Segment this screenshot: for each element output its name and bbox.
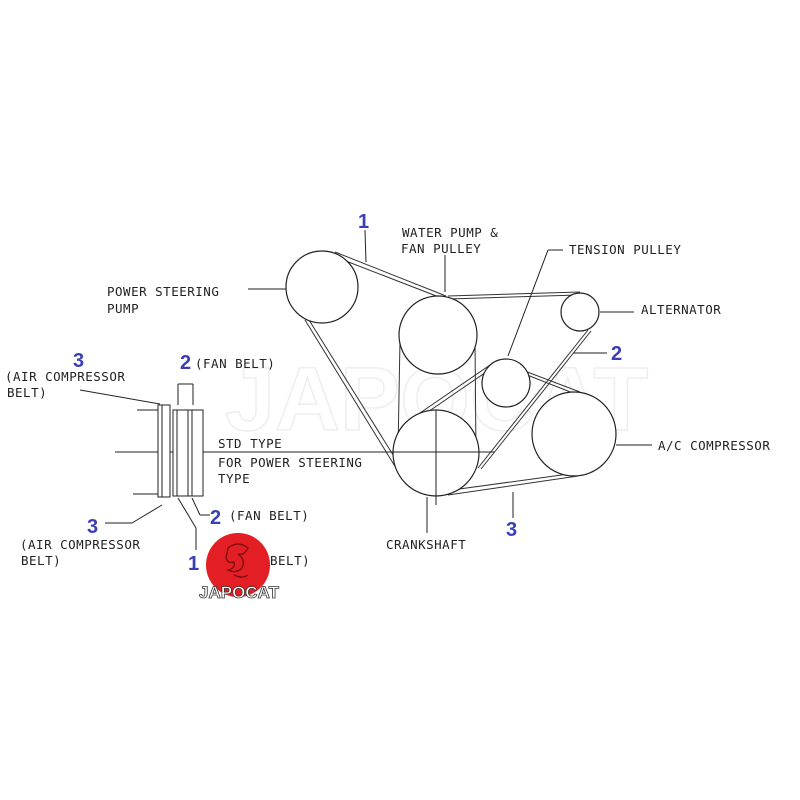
logo-cat-icon bbox=[225, 543, 249, 578]
side-callout-3-bottom: 3 bbox=[87, 516, 98, 538]
label-alternator: ALTERNATOR bbox=[641, 302, 721, 317]
label-ps-type-2: TYPE bbox=[218, 471, 250, 486]
label-crankshaft: CRANKSHAFT bbox=[386, 537, 466, 552]
water-pump-pulley bbox=[398, 295, 478, 375]
label-fan-belt-top: (FAN BELT) bbox=[195, 356, 275, 371]
label-tension-pulley: TENSION PULLEY bbox=[569, 242, 681, 257]
side-callout-2-top: 2 bbox=[180, 352, 191, 374]
callout-1: 1 bbox=[358, 211, 369, 233]
power-steering-pulley bbox=[285, 250, 359, 324]
label-fan-pulley: FAN PULLEY bbox=[401, 241, 481, 256]
ac-compressor-pulley bbox=[531, 391, 617, 477]
label-water-pump: WATER PUMP & bbox=[402, 225, 498, 240]
logo-text: JAPOCAT bbox=[199, 583, 280, 602]
japocat-logo: JAPOCAT bbox=[199, 533, 280, 602]
label-air-compressor-top: (AIR COMPRESSOR bbox=[5, 369, 125, 384]
belt-1 bbox=[304, 251, 447, 469]
label-fan-belt-mid: (FAN BELT) bbox=[229, 508, 309, 523]
leader-lines bbox=[248, 229, 652, 533]
label-power-steering: POWER STEERING bbox=[107, 284, 219, 299]
label-std-type: STD TYPE bbox=[218, 436, 282, 451]
label-fan-belt-bottom: BELT) bbox=[270, 553, 310, 568]
callout-2: 2 bbox=[611, 343, 622, 365]
belt-side-view bbox=[79, 383, 210, 550]
side-callout-1-bottom: 1 bbox=[188, 553, 199, 575]
side-callout-2-mid: 2 bbox=[210, 507, 221, 529]
logo-red-circle bbox=[206, 533, 270, 597]
label-air-compressor-bottom: (AIR COMPRESSOR bbox=[20, 537, 140, 552]
callout-3: 3 bbox=[506, 519, 517, 541]
label-air-compressor-top-2: BELT) bbox=[7, 385, 47, 400]
tension-pulley bbox=[481, 358, 531, 408]
alternator-pulley bbox=[560, 292, 600, 332]
label-ac-compressor: A/C COMPRESSOR bbox=[658, 438, 770, 453]
label-power-steering-pump: PUMP bbox=[107, 301, 139, 316]
side-callout-3-top: 3 bbox=[73, 350, 84, 372]
label-air-compressor-bottom-2: BELT) bbox=[21, 553, 61, 568]
label-ps-type: FOR POWER STEERING bbox=[218, 455, 362, 470]
belt-3 bbox=[447, 369, 581, 496]
